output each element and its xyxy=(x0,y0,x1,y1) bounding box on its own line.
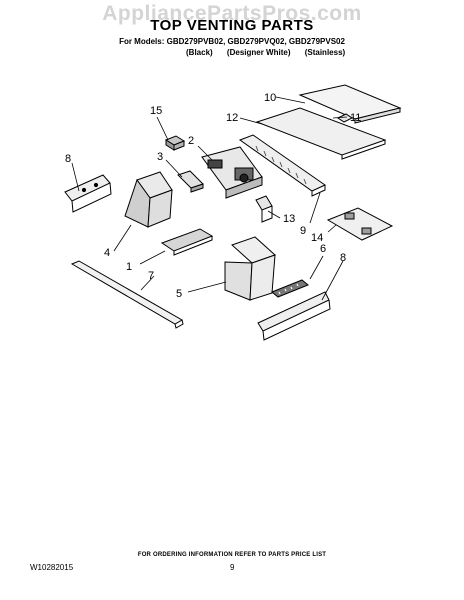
variant-designer-white: (Designer White) xyxy=(226,48,291,57)
callout-8-left: 8 xyxy=(65,153,71,165)
watermark: AppliancePartsPros.com xyxy=(102,2,362,25)
model-list: For Models: GBD279PVB02, GBD279PVQ02, GB… xyxy=(119,37,345,46)
callout-10: 10 xyxy=(264,92,276,104)
callout-1: 1 xyxy=(126,261,132,273)
callout-5: 5 xyxy=(176,288,182,300)
part-10-vent-cover xyxy=(298,84,402,124)
page-title: TOP VENTING PARTS xyxy=(150,17,314,34)
page-number: 9 xyxy=(230,563,235,572)
part-4-duct xyxy=(124,171,173,228)
callout-3: 3 xyxy=(157,151,163,163)
part-11-clip xyxy=(337,113,353,123)
callout-11: 11 xyxy=(350,112,361,124)
part-7-long-strip xyxy=(70,260,184,329)
callout-15: 15 xyxy=(150,105,162,117)
callout-9: 9 xyxy=(300,225,306,237)
part-13-small-bracket xyxy=(255,195,273,223)
variant-stainless: (Stainless) xyxy=(304,48,346,57)
part-5-main-bracket xyxy=(224,236,276,301)
part-1-flat-strip xyxy=(160,228,214,256)
part-6-terminal-block xyxy=(271,279,309,298)
part-8-left-bracket xyxy=(64,174,112,213)
callout-7: 7 xyxy=(148,270,154,282)
variant-black: (Black) xyxy=(186,48,213,57)
ordering-note: FOR ORDERING INFORMATION REFER TO PARTS … xyxy=(137,552,327,558)
document-id: W10282015 xyxy=(30,563,74,572)
callout-2: 2 xyxy=(188,135,194,147)
part-2-fan-motor xyxy=(201,146,263,199)
callout-6: 6 xyxy=(320,243,326,255)
part-14-plate xyxy=(326,207,394,241)
callout-8-right: 8 xyxy=(340,252,346,264)
part-8-right-bracket xyxy=(257,291,331,341)
part-9-perforated-rail xyxy=(238,134,327,197)
callout-14: 14 xyxy=(311,232,323,244)
color-variants: (Black) (Designer White) (Stainless) xyxy=(186,48,357,57)
callout-13: 13 xyxy=(283,213,295,225)
part-15-small-cap xyxy=(164,135,186,151)
part-3-block xyxy=(177,170,204,193)
part-12-vent-panel xyxy=(255,107,387,160)
callout-4: 4 xyxy=(104,247,110,259)
callout-12: 12 xyxy=(226,112,238,124)
